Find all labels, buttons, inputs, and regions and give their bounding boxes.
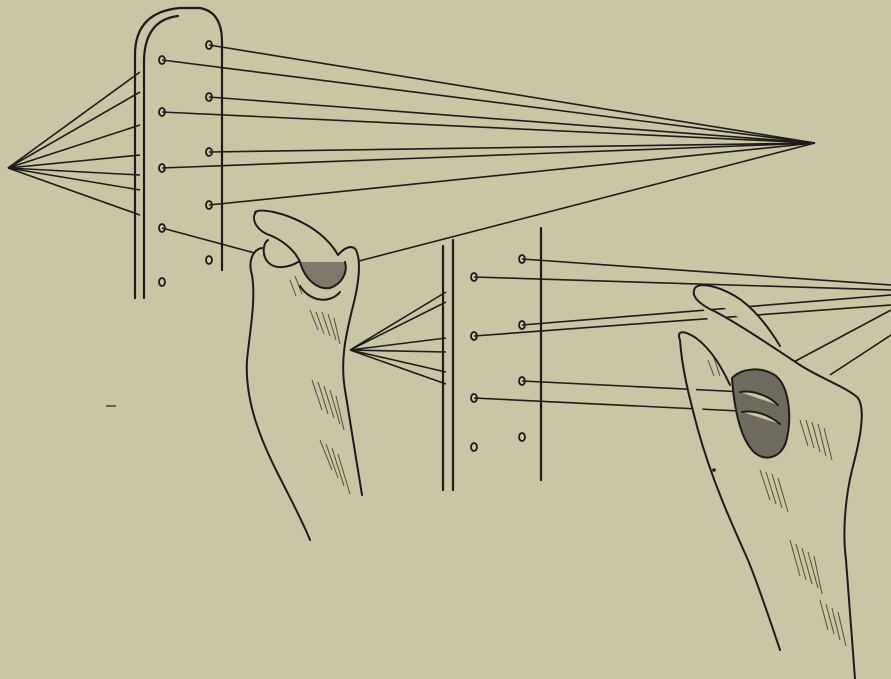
- left-converging-threads: [8, 72, 140, 215]
- right-heddle-board: [443, 228, 541, 490]
- left-hand-drawing: [247, 211, 362, 540]
- right-hand-drawing: [679, 285, 862, 679]
- right-board-holes: [471, 255, 525, 451]
- right-converging-threads: [162, 45, 815, 272]
- right-board-left-threads: [350, 292, 446, 384]
- stray-ink-marks: [106, 406, 715, 471]
- left-board-holes: [159, 41, 212, 286]
